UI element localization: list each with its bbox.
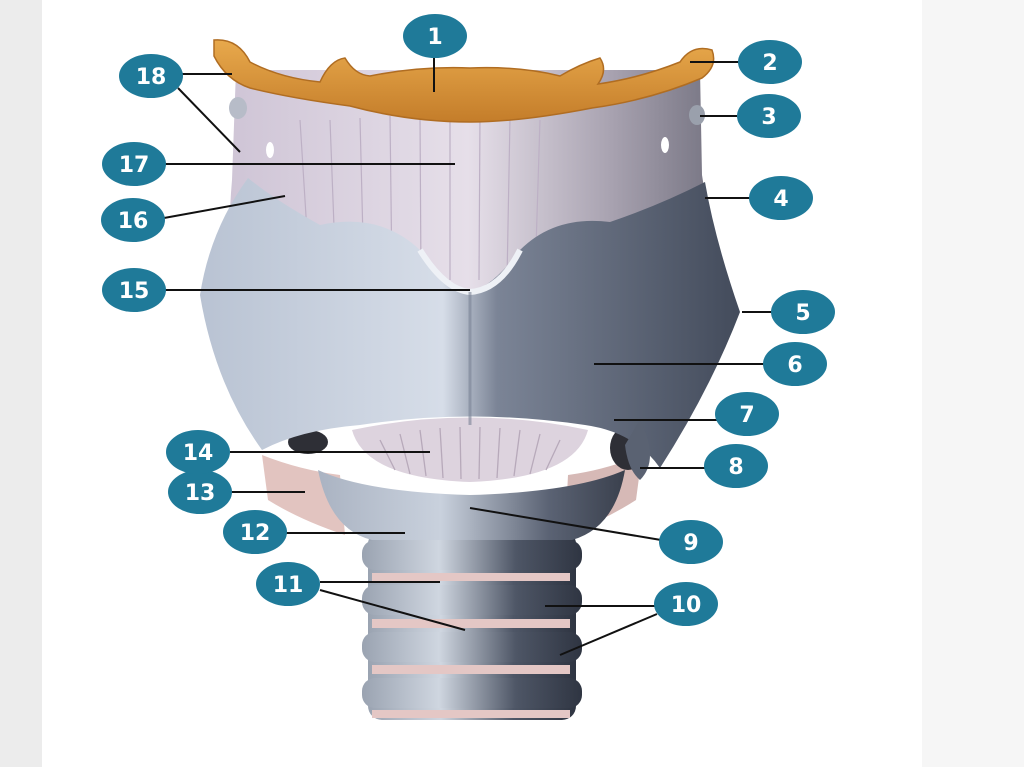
callout-label: 2 (762, 51, 777, 76)
annular-ligament (372, 573, 570, 581)
callout-label: 14 (183, 441, 214, 466)
callout-label: 3 (761, 105, 776, 130)
callout-label: 12 (240, 521, 271, 546)
annular-ligament (372, 619, 570, 628)
tracheal-ring (362, 540, 582, 570)
callout-17: 17 (102, 142, 166, 186)
foramen-left (266, 142, 274, 158)
cricoid-region (262, 418, 646, 541)
callout-label: 9 (683, 531, 698, 556)
leader-18b (178, 88, 240, 152)
callout-label: 4 (773, 187, 788, 212)
callout-16: 16 (101, 198, 165, 242)
callout-10: 10 (654, 582, 718, 626)
annular-ligament (372, 665, 570, 674)
callout-label: 10 (671, 593, 702, 618)
callout-9: 9 (659, 520, 723, 564)
callout-3: 3 (737, 94, 801, 138)
callout-4: 4 (749, 176, 813, 220)
tracheal-ring (362, 632, 582, 662)
triticeous-cartilage-left (229, 97, 247, 119)
callout-label: 1 (427, 25, 442, 50)
callout-label: 11 (273, 573, 304, 598)
callout-2: 2 (738, 40, 802, 84)
callout-15: 15 (102, 268, 166, 312)
callout-18: 18 (119, 54, 183, 98)
callout-label: 13 (185, 481, 216, 506)
callout-label: 17 (119, 153, 150, 178)
callout-8: 8 (704, 444, 768, 488)
callout-13: 13 (168, 470, 232, 514)
callout-5: 5 (771, 290, 835, 334)
callout-label: 5 (795, 301, 810, 326)
callout-label: 6 (787, 353, 802, 378)
callout-label: 16 (118, 209, 149, 234)
trachea (362, 530, 582, 720)
callout-1: 1 (403, 14, 467, 58)
callout-label: 8 (728, 455, 743, 480)
callout-11: 11 (256, 562, 320, 606)
callout-6: 6 (763, 342, 827, 386)
cricothyroid-ligament (352, 418, 588, 483)
tracheal-ring (362, 678, 582, 708)
foramen-right (661, 137, 669, 153)
callout-7: 7 (715, 392, 779, 436)
callout-label: 15 (119, 279, 150, 304)
callout-14: 14 (166, 430, 230, 474)
callout-label: 7 (739, 403, 754, 428)
callout-12: 12 (223, 510, 287, 554)
annular-ligament (372, 710, 570, 718)
callout-label: 18 (136, 65, 167, 90)
